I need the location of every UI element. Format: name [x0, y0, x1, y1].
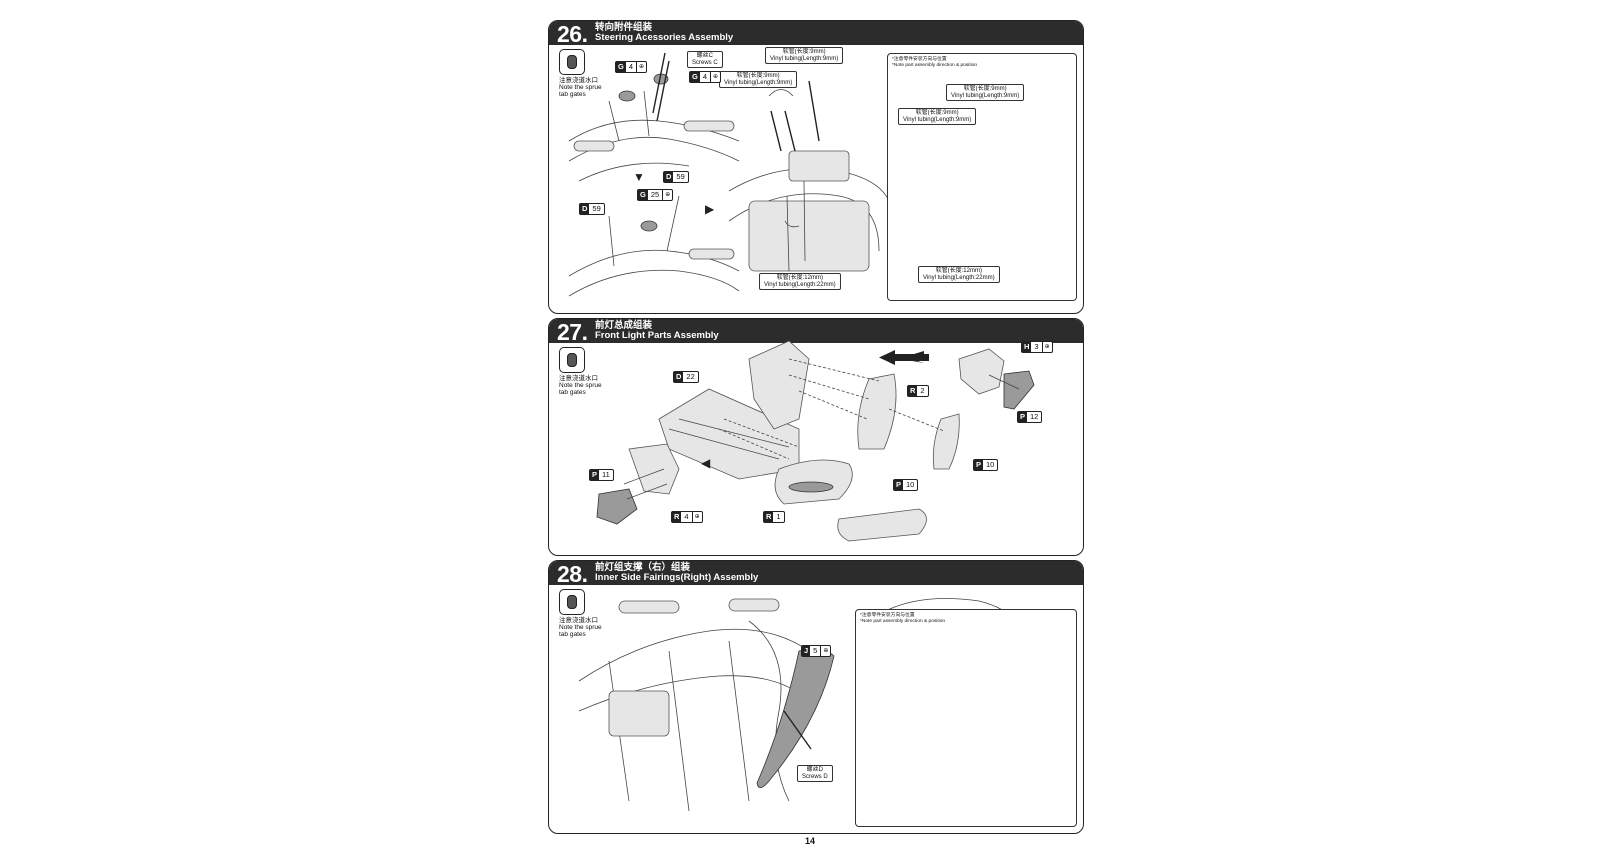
step-title-cn: 转向附件组装 [595, 22, 653, 33]
step-header: 27. 前灯总成组装 Front Light Parts Assembly [549, 319, 1083, 345]
tubing-9mm-label: 软管(长度:9mm)Vinyl tubing(Length:9mm) [898, 108, 977, 126]
sprue-gate-icon [559, 589, 585, 615]
step-27: 27. 前灯总成组装 Front Light Parts Assembly 注意… [548, 318, 1084, 556]
position-inset: *注意零件安装方向与位置*Note part assembly directio… [887, 53, 1077, 301]
tubing-9mm-label: 软管(长度:9mm)Vinyl tubing(Length:9mm) [765, 47, 844, 65]
page-number: 14 [805, 836, 816, 846]
step-header: 28. 前灯组支撑（右）组装 Inner Side Fairings(Right… [549, 561, 1083, 587]
step-title-en: Steering Acessories Assembly [595, 32, 734, 43]
tubing-12mm-label: 软管(长度:12mm)Vinyl tubing(Length:22mm) [918, 266, 1000, 284]
position-note: *注意零件安装方向与位置*Note part assembly directio… [892, 57, 978, 68]
right-arrow-icon: ▶ [705, 202, 715, 216]
step-title-cn: 前灯组支撑（右）组装 [595, 562, 691, 573]
step-number: 28. [557, 561, 588, 587]
step-number: 27. [557, 319, 588, 345]
step-number: 26. [557, 21, 588, 47]
position-note: *注意零件安装方向与位置*Note part assembly directio… [860, 613, 946, 624]
tubing-12mm-label: 软管(长度:12mm)Vinyl tubing(Length:22mm) [759, 273, 841, 291]
sprue-gate-icon [559, 49, 585, 75]
down-arrow-icon: ▼ [633, 170, 645, 184]
step-title-en: Front Light Parts Assembly [595, 330, 719, 341]
tubing-9mm-label: 软管(长度:9mm)Vinyl tubing(Length:9mm) [719, 71, 798, 89]
step-title-en: Inner Side Fairings(Right) Assembly [595, 572, 759, 583]
step-title-cn: 前灯总成组装 [595, 320, 653, 331]
tubing-9mm-label: 软管(长度:9mm)Vinyl tubing(Length:9mm) [946, 84, 1025, 102]
step-28: 28. 前灯组支撑（右）组装 Inner Side Fairings(Right… [548, 560, 1084, 834]
position-inset: *注意零件安装方向与位置*Note part assembly directio… [855, 609, 1077, 827]
sprue-gate-icon [559, 347, 585, 373]
step-26: 26. 转向附件组装 Steering Acessories Assembly … [548, 20, 1084, 314]
arrow-icon: ◀ [701, 456, 711, 470]
step-27-illustration [596, 340, 1035, 542]
step-header: 26. 转向附件组装 Steering Acessories Assembly [549, 21, 1083, 47]
